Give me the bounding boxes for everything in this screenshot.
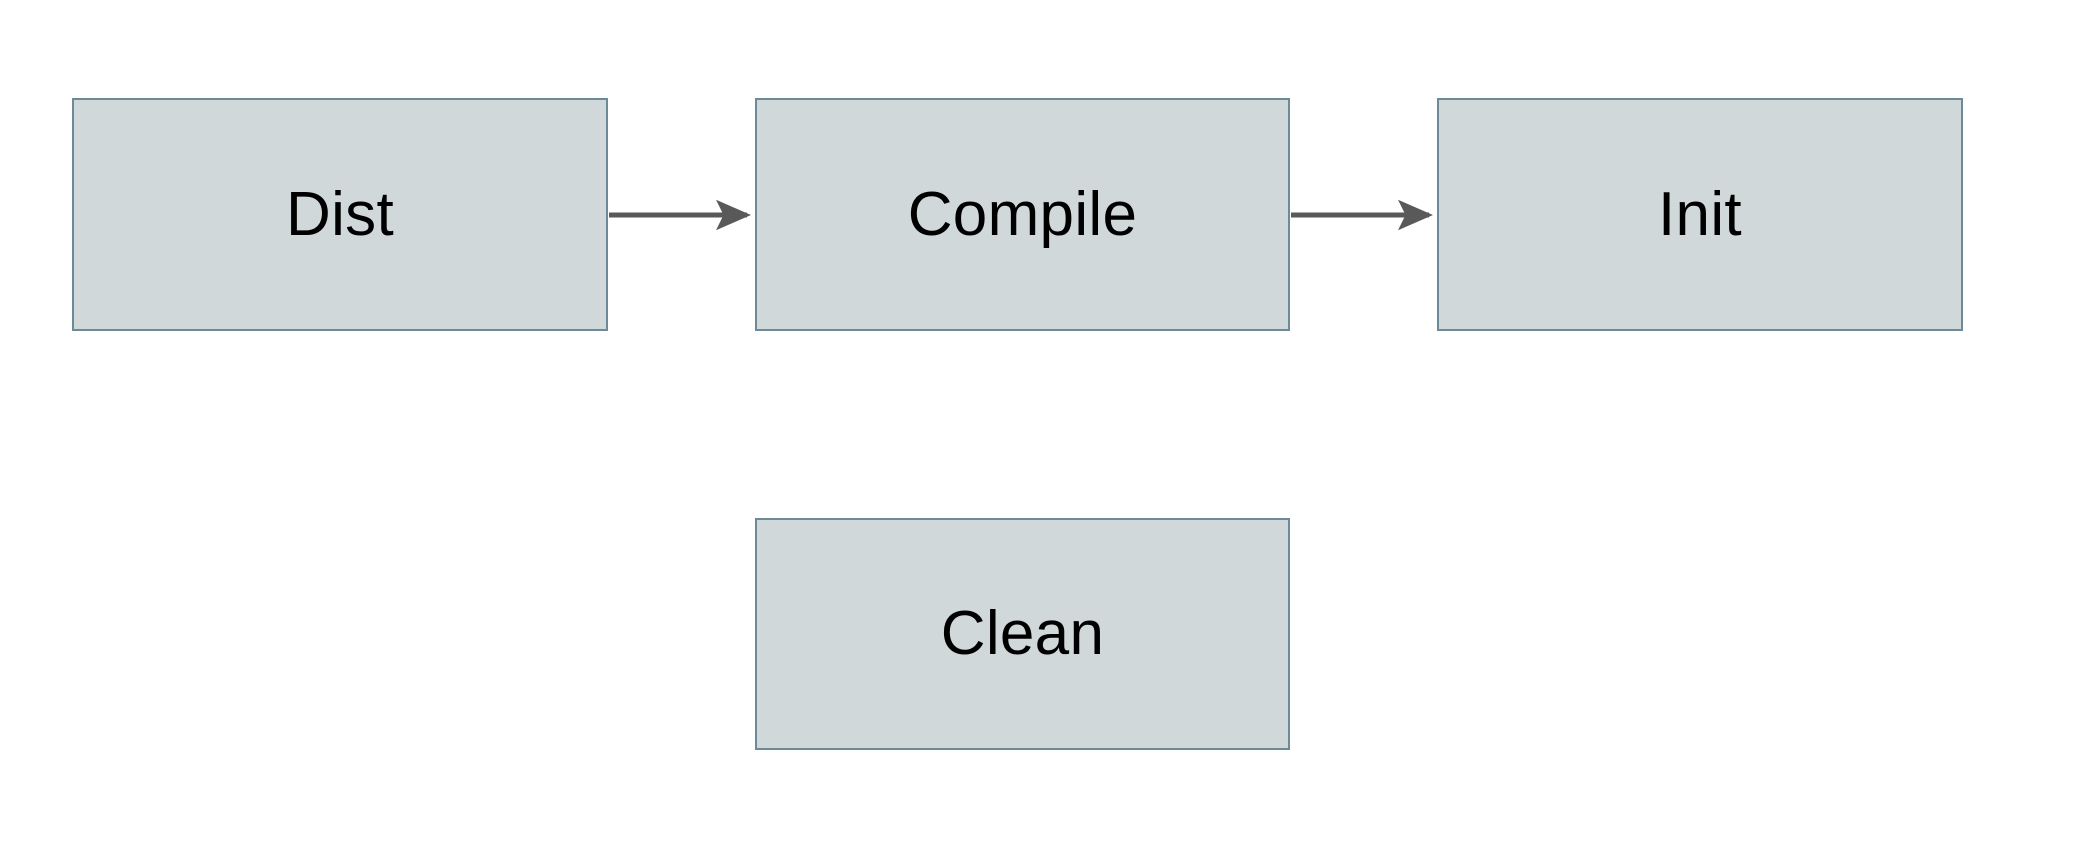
node-init[interactable]: Init	[1437, 98, 1963, 331]
node-dist-label: Dist	[286, 179, 394, 249]
node-init-label: Init	[1658, 179, 1742, 249]
node-clean[interactable]: Clean	[755, 518, 1290, 750]
node-dist[interactable]: Dist	[72, 98, 608, 331]
node-compile[interactable]: Compile	[755, 98, 1290, 331]
node-compile-label: Compile	[907, 179, 1138, 249]
node-clean-label: Clean	[940, 599, 1105, 668]
